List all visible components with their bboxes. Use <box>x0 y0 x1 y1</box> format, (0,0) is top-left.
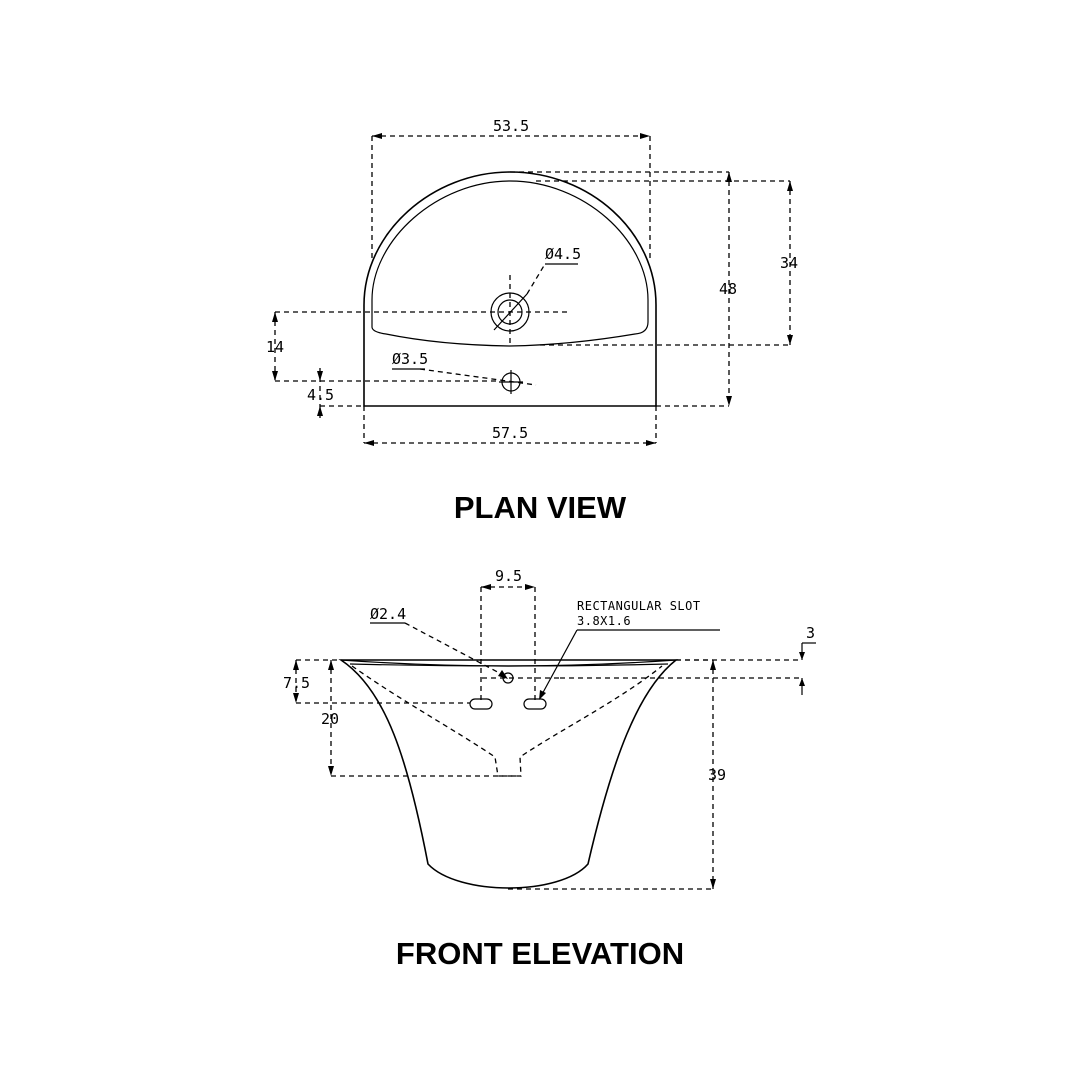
plan-depth-label: 48 <box>719 280 737 298</box>
elevation-basin-outline <box>338 659 679 889</box>
plan-bottom-width-label: 57.5 <box>492 424 528 442</box>
plan-tap-diameter-label: Ø3.5 <box>392 350 428 368</box>
plan-top-width-label: 53.5 <box>493 117 529 135</box>
elevation-slot-left <box>469 698 493 710</box>
plan-tap-offset-label: 4.5 <box>307 386 334 404</box>
elevation-hidden-bowl <box>351 665 663 777</box>
front-elevation: 9.5 Ø2.4 RECTANGULAR SLOT 3.8X1.6 3 39 <box>283 567 816 971</box>
plan-view: Ø4.5 Ø3.5 53.5 57.5 48 34 <box>266 117 798 525</box>
plan-view-title: PLAN VIEW <box>454 490 627 525</box>
plan-drain-diameter-label: Ø4.5 <box>545 245 581 263</box>
elevation-bowl-height-label: 20 <box>321 710 339 728</box>
plan-bowl-inner <box>371 180 649 347</box>
elevation-slot-height-label: 7.5 <box>283 674 310 692</box>
elevation-slot-right <box>523 698 547 710</box>
plan-drain-offset-label: 14 <box>266 338 284 356</box>
elevation-slot-spacing-label: 9.5 <box>495 567 522 585</box>
elevation-slot-size-label: 3.8X1.6 <box>577 614 631 628</box>
elevation-hole-diameter-label: Ø2.4 <box>370 605 406 623</box>
elevation-total-height-label: 39 <box>708 766 726 784</box>
front-elevation-title: FRONT ELEVATION <box>396 936 684 971</box>
elevation-slot-label: RECTANGULAR SLOT <box>577 599 701 613</box>
plan-bowl-depth-label: 34 <box>780 254 798 272</box>
elevation-rim-thickness-label: 3 <box>806 624 815 642</box>
